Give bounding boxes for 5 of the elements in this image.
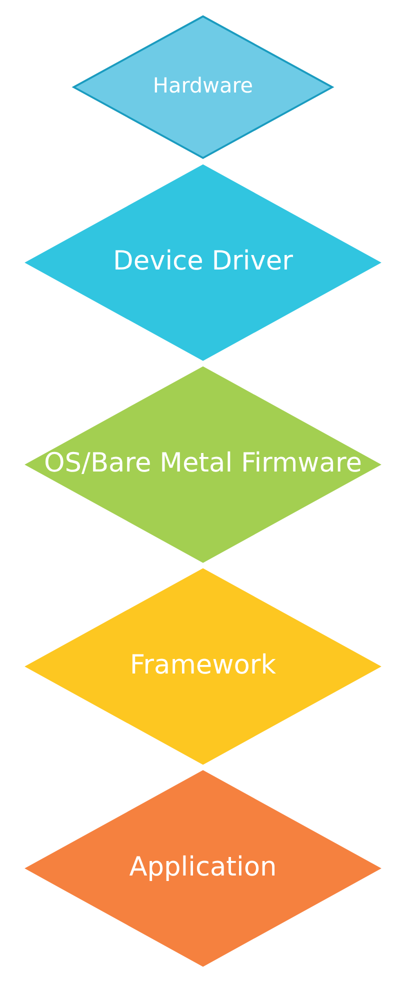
node-diamond: Device Driver (24, 164, 381, 361)
node-diamond: Framework (24, 568, 381, 765)
node-diamond: OS/Bare Metal Firmware (24, 366, 381, 563)
node-diamond: Hardware (71, 15, 334, 159)
node-diamond: Application (24, 770, 381, 967)
